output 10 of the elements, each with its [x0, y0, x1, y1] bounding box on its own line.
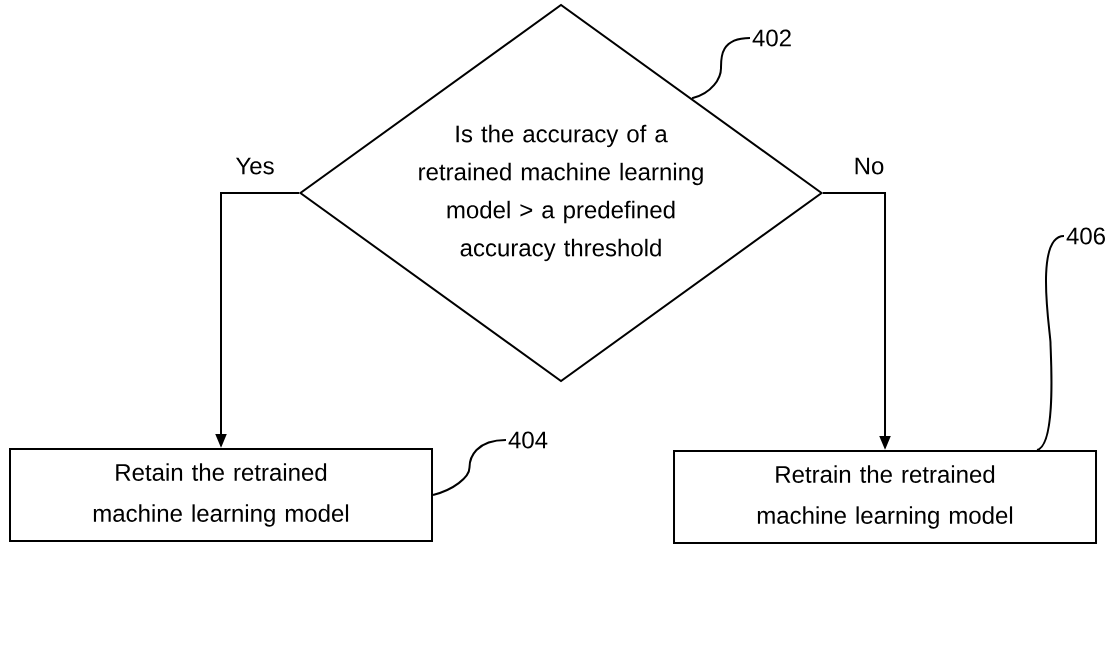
callout-number: 404 — [508, 431, 548, 449]
edge-label: No — [852, 156, 886, 176]
leader-line — [432, 439, 507, 496]
process-box: Retain the retrained machine learning model — [9, 448, 433, 542]
edge-label: Yes — [234, 156, 276, 176]
callout-number: 406 — [1066, 227, 1105, 245]
callout-number: 402 — [752, 29, 791, 47]
leader-line — [691, 37, 751, 100]
leader-line — [1036, 235, 1065, 451]
process-box: Retrain the retrained machine learning model — [673, 450, 1097, 544]
